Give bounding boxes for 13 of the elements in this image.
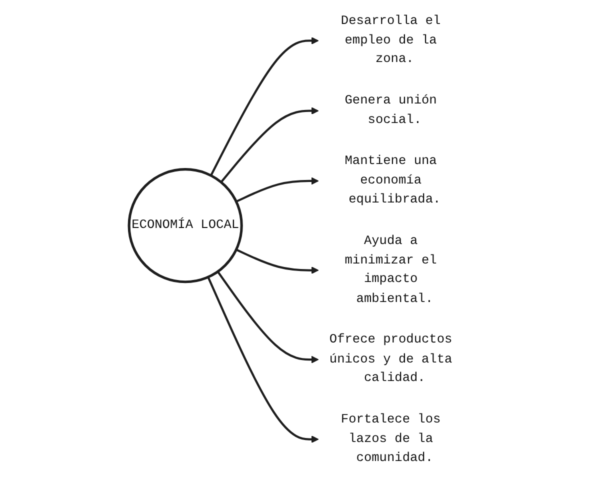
- arrow: [236, 248, 319, 274]
- node-text: Ayuda a minimizar el impacto ambiental.: [344, 234, 437, 306]
- node-text: Desarrolla el empleo de la zona.: [340, 14, 441, 66]
- arrow: [207, 276, 319, 444]
- node-circle: ECONOMÍA LOCAL: [128, 168, 243, 284]
- node-text: Genera unión social.: [344, 93, 437, 128]
- node-text: Mantiene una economía equilibrada.: [344, 154, 441, 207]
- arrow: [210, 36, 319, 176]
- node-text: Ofrece productos únicos y de alta calidad.: [329, 332, 452, 386]
- node-text: Fortalece los lazos de la comunidad.: [340, 412, 441, 466]
- arrow: [216, 270, 319, 364]
- arrow: [220, 107, 319, 183]
- arrow: [236, 177, 319, 203]
